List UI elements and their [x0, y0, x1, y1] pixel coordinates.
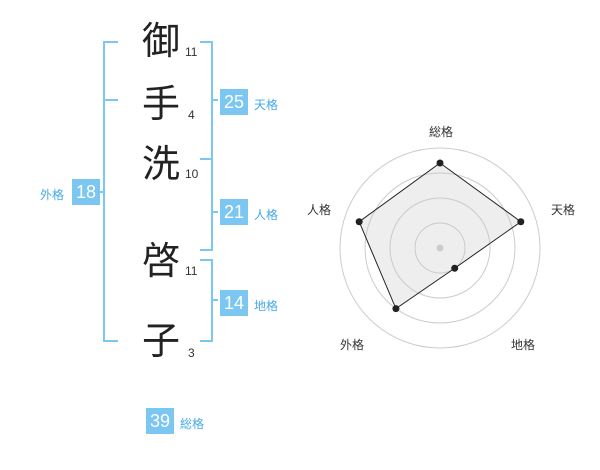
gaikaku-label: 外格: [40, 188, 65, 202]
stroke-count-5: 3: [188, 346, 195, 360]
radar-polygon: [358, 162, 522, 310]
gaikaku-score: 18: [72, 179, 100, 205]
chikaku-score: 14: [220, 290, 248, 316]
radar-point-2: [451, 264, 459, 272]
radar-point-4: [355, 218, 363, 226]
name-char-1: 御: [142, 19, 181, 63]
name-char-3: 洗: [142, 142, 181, 186]
radar-label-chikaku: 地格: [511, 338, 536, 352]
radar-ring-2: [389, 197, 491, 299]
radar-ring-3: [364, 172, 516, 324]
name-char-4: 啓: [142, 239, 181, 283]
bracket-jinkaku: [200, 158, 218, 251]
stroke-count-2: 4: [188, 108, 195, 122]
name-char-2: 手: [142, 82, 181, 126]
tenkaku-label: 天格: [254, 98, 279, 112]
radar-ring-1: [414, 222, 466, 274]
bracket-chikaku: [200, 259, 218, 342]
bracket-gaikaku: [100, 41, 118, 342]
name-char-5: 子: [142, 319, 181, 363]
stroke-count-3: 10: [185, 167, 199, 181]
radar-chart: [339, 147, 541, 349]
brackets: [100, 41, 218, 342]
radar-point-3: [392, 305, 400, 313]
stroke-count-4: 11: [185, 264, 198, 278]
radar-point-0: [436, 159, 444, 167]
radar-label-gaikaku: 外格: [340, 338, 365, 352]
jinkaku-score: 21: [220, 199, 248, 225]
radar-label-tenkaku: 天格: [551, 203, 576, 217]
stroke-count-1: 11: [185, 45, 198, 59]
radar-center: [436, 244, 444, 252]
soukaku-label: 総格: [180, 417, 205, 431]
bracket-tenkaku: [200, 41, 218, 160]
radar-label-soukaku: 総格: [429, 125, 454, 139]
radar-point-1: [517, 218, 525, 226]
tenkaku-score: 25: [220, 89, 248, 115]
jinkaku-label: 人格: [254, 208, 279, 222]
soukaku-score: 39: [146, 408, 174, 434]
radar-label-jinkaku: 人格: [307, 203, 332, 217]
chikaku-label: 地格: [254, 299, 279, 313]
